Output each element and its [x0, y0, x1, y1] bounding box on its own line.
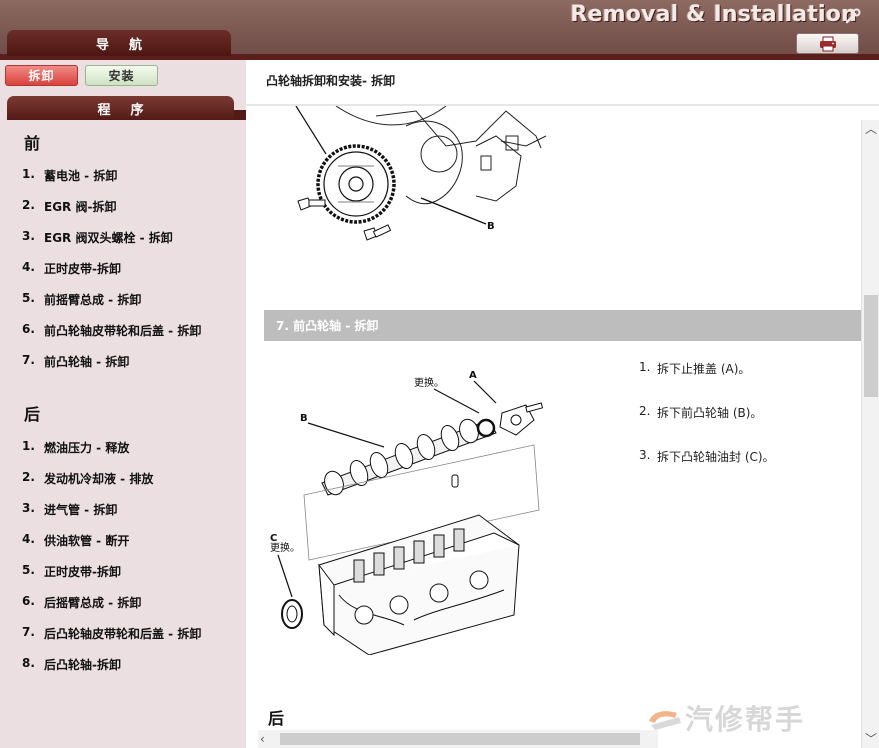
step-number: 4. [22, 532, 35, 546]
step-number: 5. [22, 291, 35, 305]
instruction-1: 1. 拆下止推盖 (A)。 [639, 360, 750, 377]
nav-tab[interactable]: 导航 [7, 30, 231, 56]
label-b: B [300, 413, 308, 424]
procedure-header: 程序 [7, 96, 234, 120]
procedure-header-edge [234, 110, 246, 120]
sidebar-item-front-7[interactable]: 7. 前凸轮轴 - 拆卸 [22, 353, 129, 370]
instruction-3: 3. 拆下凸轮轴油封 (C)。 [639, 448, 775, 465]
replace-label-2: 更换。 [270, 541, 300, 554]
pulley-illustration: B [295, 106, 547, 241]
instruction-text: 拆下止推盖 (A)。 [657, 362, 751, 376]
printer-icon [819, 36, 836, 51]
step-label: 正时皮带-拆卸 [44, 262, 121, 276]
step-number: 1. [22, 167, 35, 181]
sidebar-item-rear-5[interactable]: 5. 正时皮带-拆卸 [22, 563, 121, 580]
scroll-down-icon[interactable]: ﹀ [864, 732, 877, 746]
step-number: 1. [22, 439, 35, 453]
instruction-text: 拆下前凸轮轴 (B)。 [657, 406, 763, 420]
page-title: 凸轮轴拆卸和安装- 拆卸 [266, 74, 396, 88]
pulley-leader [295, 106, 327, 155]
title-separator [246, 104, 879, 106]
sidebar-item-front-6[interactable]: 6. 前凸轮轴皮带轮和后盖 - 拆卸 [22, 322, 201, 339]
instruction-number: 2. [639, 404, 651, 418]
instruction-number: 1. [639, 360, 651, 374]
content-pane: 凸轮轴拆卸和安装- 拆卸 [246, 60, 879, 748]
sidebar-item-front-2[interactable]: 2. EGR 阀-拆卸 [22, 198, 116, 215]
vertical-scrollbar[interactable]: ︿ ﹀ [861, 120, 879, 748]
sidebar-item-front-1[interactable]: 1. 蓄电池 - 拆卸 [22, 167, 117, 184]
step-label: 前摇臂总成 - 拆卸 [44, 293, 142, 307]
sidebar-item-rear-6[interactable]: 6. 后摇臂总成 - 拆卸 [22, 594, 141, 611]
step-label: 后摇臂总成 - 拆卸 [44, 596, 142, 610]
instruction-2: 2. 拆下前凸轮轴 (B)。 [639, 404, 762, 421]
step-number: 6. [22, 322, 35, 336]
step-number: 4. [22, 260, 35, 274]
step-number: 3. [22, 501, 35, 515]
step-number: 5. [22, 563, 35, 577]
sidebar: 拆卸 安装 程序 前 1. 蓄电池 - 拆卸 2. EGR 阀-拆卸 3. EGR 阀… [0, 60, 246, 748]
label-a: A [469, 370, 477, 381]
watermark-text: 汽修帮手 [685, 703, 806, 736]
header-divider [0, 54, 879, 60]
step-label: 发动机冷却液 - 排放 [44, 472, 154, 486]
step-number: 2. [22, 470, 35, 484]
header: Removal & Installation 导航 [0, 0, 879, 60]
step-number: 2. [22, 198, 35, 212]
label-b-leader [420, 197, 487, 225]
install-button[interactable]: 安装 [85, 65, 158, 86]
step-label: 后凸轮轴皮带轮和后盖 - 拆卸 [44, 627, 202, 641]
step-label: 进气管 - 拆卸 [44, 503, 118, 517]
section-title-front: 前 [24, 134, 41, 153]
sidebar-item-rear-4[interactable]: 4. 供油软管 - 断开 [22, 532, 129, 549]
label-c: C [270, 533, 277, 544]
sidebar-item-front-4[interactable]: 4. 正时皮带-拆卸 [22, 260, 121, 277]
sidebar-item-rear-3[interactable]: 3. 进气管 - 拆卸 [22, 501, 117, 518]
sidebar-item-front-5[interactable]: 5. 前摇臂总成 - 拆卸 [22, 291, 141, 308]
label-b: B [487, 221, 495, 232]
watermark-logo-icon [649, 711, 681, 730]
step-label: 供油软管 - 断开 [44, 534, 130, 548]
replace-label-1: 更换。 [414, 376, 444, 389]
step-label: 正时皮带-拆卸 [44, 565, 121, 579]
scroll-up-icon[interactable]: ︿ [864, 122, 877, 136]
scroll-left-icon[interactable]: ‹ [260, 732, 265, 746]
sidebar-item-rear-8[interactable]: 8. 后凸轮轴-拆卸 [22, 656, 121, 673]
step-number: 8. [22, 656, 35, 670]
step-label: EGR 阀-拆卸 [44, 200, 117, 214]
vertical-scroll-thumb[interactable] [864, 295, 878, 397]
step-number: 3. [22, 229, 35, 243]
sidebar-item-rear-2[interactable]: 2. 发动机冷却液 - 排放 [22, 470, 153, 487]
step-label: 燃油压力 - 释放 [44, 441, 130, 455]
step-label: 前凸轮轴 - 拆卸 [44, 355, 130, 369]
instruction-text: 拆下凸轮轴油封 (C)。 [657, 450, 775, 464]
step-banner: 7. 前凸轮轴 - 拆卸 [264, 310, 861, 341]
sidebar-item-rear-7[interactable]: 7. 后凸轮轴皮带轮和后盖 - 拆卸 [22, 625, 201, 642]
step-label: 蓄电池 - 拆卸 [44, 169, 118, 183]
instruction-number: 3. [639, 448, 651, 462]
camshaft-illustration: 更换。 A B C 更换。 [270, 370, 544, 655]
print-button[interactable] [796, 33, 859, 54]
step-number: 7. [22, 353, 35, 367]
remove-button[interactable]: 拆卸 [5, 65, 78, 86]
step-label: 后凸轮轴-拆卸 [44, 658, 121, 672]
sidebar-item-front-3[interactable]: 3. EGR 阀双头螺栓 - 拆卸 [22, 229, 173, 246]
horizontal-scroll-thumb[interactable] [280, 733, 640, 745]
step-number: 6. [22, 594, 35, 608]
sidebar-item-rear-1[interactable]: 1. 燃油压力 - 释放 [22, 439, 129, 456]
watermark: 汽修帮手 [645, 698, 805, 738]
step-label: 前凸轮轴皮带轮和后盖 - 拆卸 [44, 324, 202, 338]
step-label: EGR 阀双头螺栓 - 拆卸 [44, 231, 173, 245]
section-title-rear-main: 后 [268, 709, 285, 728]
horizontal-scrollbar[interactable]: ‹ [258, 730, 658, 748]
wrench-icon [845, 8, 861, 24]
step-number: 7. [22, 625, 35, 639]
section-title-rear: 后 [24, 405, 41, 424]
app-title: Removal & Installation [570, 2, 857, 27]
